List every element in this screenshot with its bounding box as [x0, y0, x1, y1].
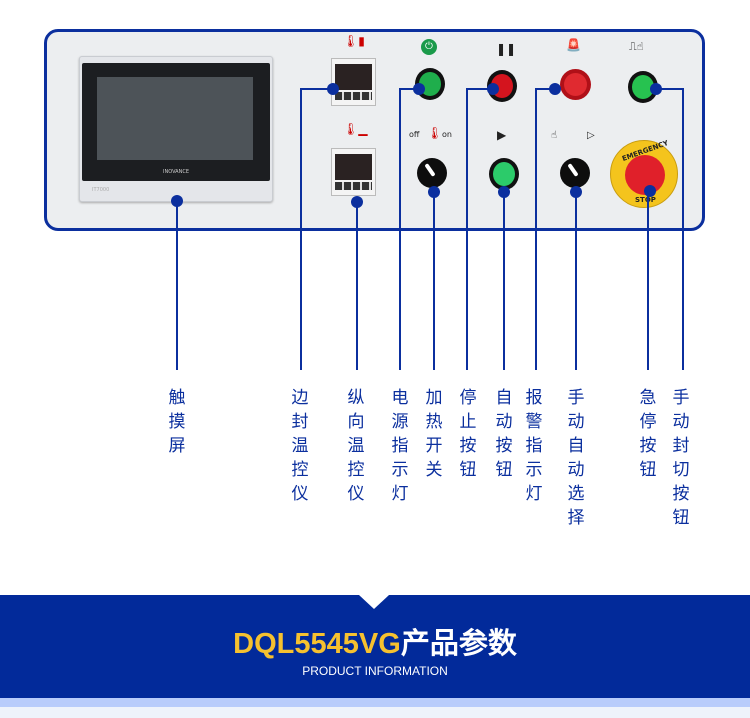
leader-line [503, 192, 505, 370]
leader-dot [650, 83, 662, 95]
leader-line [300, 88, 333, 90]
leader-dot [171, 195, 183, 207]
touchscreen[interactable]: INOVANCE IT7000 [79, 56, 273, 202]
leader-line [575, 192, 577, 370]
leader-dot [351, 196, 363, 208]
screen-brand: INOVANCE [163, 169, 189, 175]
screen-model: IT7000 [92, 187, 110, 193]
heating-off-label: off [409, 130, 420, 139]
banner-notch [359, 595, 389, 609]
leader-line [356, 202, 358, 370]
leader-line [535, 88, 537, 370]
leader-line [433, 192, 435, 370]
manual-auto-selector[interactable] [560, 158, 590, 188]
auto-play-icon: ▷ [587, 130, 595, 141]
label-heating-switch: 加热开关 [425, 388, 443, 480]
label-manual-seal-cut-button: 手动封切按钮 [672, 388, 690, 528]
screen-display[interactable] [97, 77, 253, 160]
title-text: 产品参数 [400, 628, 517, 660]
leader-dot [428, 186, 440, 198]
leader-line [176, 201, 178, 370]
leader-line [682, 88, 684, 370]
heating-switch[interactable] [417, 158, 447, 188]
side-seal-temp-icon: 🌡▮ [343, 34, 365, 48]
longitudinal-temp-controller[interactable] [331, 148, 376, 196]
model-name: DQL5545VG [233, 628, 401, 660]
label-alarm-indicator: 报警指示灯 [525, 388, 543, 504]
leader-line [300, 88, 302, 370]
heating-on-label: on [442, 130, 452, 139]
label-stop-button: 停止按钮 [459, 388, 477, 480]
leader-line [535, 88, 555, 90]
alarm-indicator [560, 69, 591, 100]
pause-icon: ❚❚ [496, 42, 517, 56]
leader-dot [570, 186, 582, 198]
label-manual-auto-selector: 手动自动选择 [567, 388, 585, 528]
section-banner [0, 595, 750, 698]
section-subtitle: PRODUCT INFORMATION [302, 664, 448, 678]
label-auto-button: 自动按钮 [495, 388, 513, 480]
leader-dot [644, 185, 656, 197]
leader-line [656, 88, 683, 90]
leader-line [399, 88, 401, 370]
screen-bezel: INOVANCE [82, 63, 270, 181]
longitudinal-temp-icon: 🌡▁ [343, 122, 368, 136]
leader-dot [487, 83, 499, 95]
hand-icon: ☝ [551, 130, 558, 141]
alarm-light-icon: 🚨 [566, 38, 581, 52]
label-side-seal-temp-controller: 边封温控仪 [291, 388, 309, 504]
side-seal-temp-controller[interactable] [331, 58, 376, 106]
leader-dot [549, 83, 561, 95]
thermometer-icon: 🌡 [427, 126, 443, 140]
label-longitudinal-temp-controller: 纵向温控仪 [347, 388, 365, 504]
power-icon: ⏻ [421, 39, 437, 55]
section-title: DQL5545VG产品参数 [0, 620, 750, 662]
leader-line [647, 191, 649, 370]
play-icon: ▶ [497, 128, 507, 142]
leader-line [466, 88, 468, 370]
leader-line [399, 88, 419, 90]
leader-dot [327, 83, 339, 95]
seal-cut-hand-icon: ⎍☝ [629, 40, 644, 53]
auto-button[interactable] [489, 158, 519, 190]
content-area [0, 707, 750, 718]
label-touchscreen: 触摸屏 [168, 388, 186, 456]
label-emergency-stop-button: 急停按钮 [639, 388, 657, 480]
leader-dot [498, 186, 510, 198]
estop-bottom-text: STOP [635, 196, 656, 204]
leader-line [466, 88, 493, 90]
emergency-stop-button[interactable]: EMERGENCY STOP [610, 139, 678, 208]
leader-dot [413, 83, 425, 95]
banner-band [0, 698, 750, 707]
label-power-indicator: 电源指示灯 [391, 388, 409, 504]
